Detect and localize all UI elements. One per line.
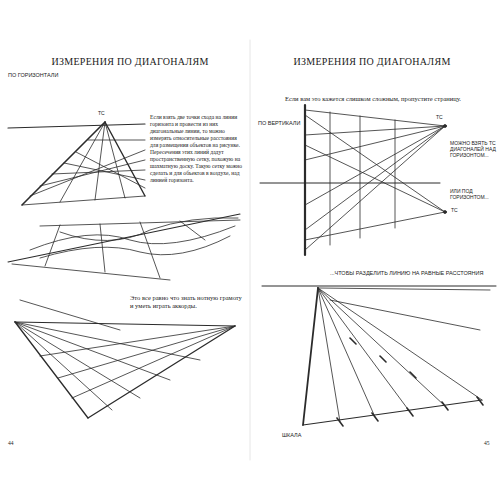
pencil-stroke <box>442 402 448 410</box>
pencil-stroke <box>477 397 483 405</box>
pencil-stroke <box>22 122 105 205</box>
pencil-stroke <box>30 150 145 196</box>
pencil-stroke <box>95 122 105 200</box>
pencil-stroke <box>305 126 445 135</box>
pencil-stroke <box>22 196 145 205</box>
pencil-stroke <box>350 338 356 344</box>
page-heading: ИЗМЕРЕНИЯ ПО ДИАГОНАЛЯМ <box>282 56 462 68</box>
pencil-stroke <box>64 163 145 180</box>
pencil-stroke <box>360 116 361 238</box>
pencil-stroke <box>20 300 120 330</box>
pencil-stroke <box>76 152 145 188</box>
pencil-stroke <box>8 124 145 128</box>
section-label: ПО ВЕРТИКАЛИ <box>258 120 300 127</box>
pencil-stroke <box>303 288 318 425</box>
pencil-stroke <box>15 322 140 398</box>
pencil-stroke <box>305 126 445 230</box>
pencil-stroke <box>250 40 251 460</box>
pencil-stroke <box>305 110 445 126</box>
pencil-stroke <box>15 322 170 380</box>
vanishing-point-label: ТС <box>451 207 458 213</box>
pencil-stroke <box>88 326 235 418</box>
pencil-stroke <box>58 326 235 378</box>
pencil-stroke <box>40 160 145 186</box>
pencil-stroke <box>330 300 480 330</box>
horizontal-sketch <box>8 122 145 205</box>
handwritten-note: ...ЧТОБЫ РАЗДЕЛИТЬ ЛИНИЮ НА РАВНЫЕ РАССТ… <box>330 270 495 277</box>
body-text: Если взять две точки схода на линии гори… <box>150 114 244 184</box>
pencil-stroke <box>60 218 238 241</box>
pencil-stroke <box>15 322 200 360</box>
pencil-stroke <box>395 120 396 228</box>
pencil-stroke <box>305 212 445 240</box>
pencil-stroke <box>15 322 235 326</box>
pencil-stroke <box>444 211 447 214</box>
vanishing-point-label: ТС <box>98 110 105 116</box>
pencil-stroke <box>304 105 306 255</box>
pencil-stroke <box>60 122 105 202</box>
pencil-stroke <box>260 183 440 184</box>
pencil-stroke <box>45 225 60 266</box>
pencil-stroke <box>305 126 445 250</box>
grid-sketch <box>8 214 240 280</box>
pencil-stroke <box>40 326 235 356</box>
pencil-stroke <box>318 288 340 422</box>
pencil-stroke <box>305 126 445 205</box>
handwritten-note: ИЛИ ПОД ГОРИЗОНТОМ... <box>450 188 496 200</box>
vanishing-point-label: ТС <box>436 114 443 120</box>
pencil-stroke <box>444 125 447 128</box>
pencil-stroke <box>40 236 230 258</box>
page-heading: ИЗМЕРЕНИЯ ПО ДИАГОНАЛЯМ <box>40 56 220 68</box>
pencil-stroke <box>318 288 445 406</box>
pencil-stroke <box>72 326 235 398</box>
pencil-stroke <box>380 356 386 362</box>
pencil-stroke <box>305 115 445 212</box>
section-label: ПО ГОРИЗОНТАЛИ <box>8 72 58 79</box>
pencil-stroke <box>15 322 88 418</box>
pencil-stroke <box>305 145 445 212</box>
pencil-stroke <box>410 372 416 378</box>
pencil-stroke <box>262 286 496 287</box>
vertical-sketch <box>260 105 447 255</box>
pencil-stroke <box>100 224 105 272</box>
pencil-stroke <box>88 140 145 141</box>
page-number: 45 <box>484 440 490 447</box>
pencil-stroke <box>372 413 378 421</box>
pencil-stroke <box>105 122 125 198</box>
pencil-stroke <box>30 226 235 250</box>
scale-label: ШКАЛА <box>282 432 301 439</box>
pencil-stroke <box>12 264 170 280</box>
pencil-stroke <box>407 408 413 416</box>
pencil-stroke <box>330 112 331 245</box>
pencil-stroke <box>303 400 482 425</box>
triangle-sketch <box>15 300 235 418</box>
handwritten-note: МОЖНО ВЗЯТЬ ТС ДИАГОНАЛЕЙ НАД ГОРИЗОНТОМ… <box>450 140 496 158</box>
pencil-stroke <box>8 214 240 262</box>
body-text: Если вам это кажется слишком сложным, пр… <box>285 95 465 103</box>
page-number: 44 <box>8 440 14 447</box>
pencil-stroke <box>318 288 490 290</box>
body-text: Это все равно что знать нотную грамоту и… <box>130 294 242 310</box>
pencil-stroke <box>337 338 483 426</box>
scale-sketch <box>262 286 496 426</box>
pencil-stroke <box>337 418 343 426</box>
